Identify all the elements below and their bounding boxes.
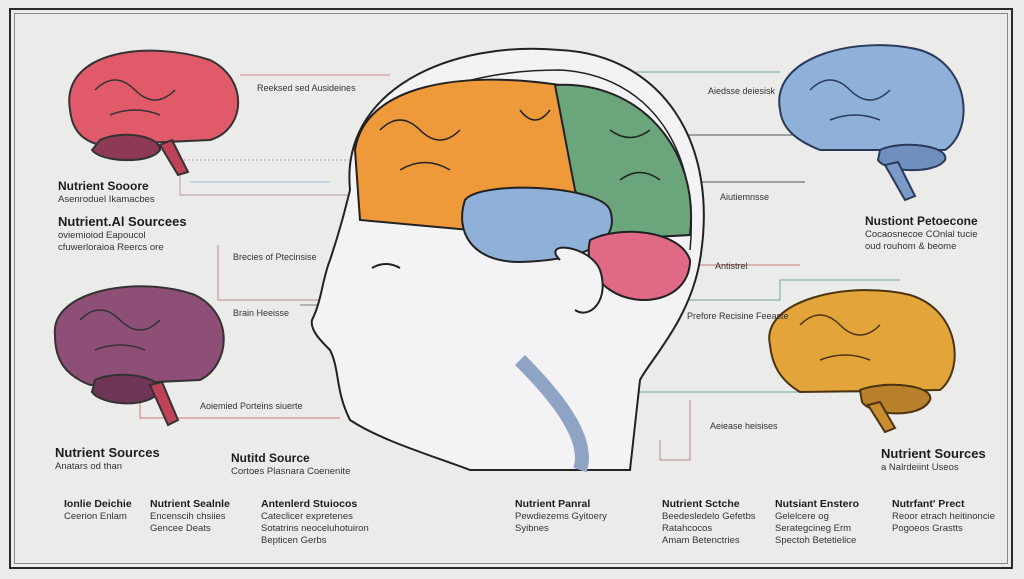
block-line: Serategcineg Erm	[775, 523, 852, 534]
block-line: Bepticen Gerbs	[261, 534, 327, 546]
eye	[371, 263, 401, 269]
block-title: Nutrient Sooore	[58, 179, 149, 193]
nutrient-block: Nutrient Sooore Asenroduel Ikamacbes	[58, 179, 155, 206]
callout-label: Aiedsse deiesisk	[708, 86, 776, 96]
block-line: Gelelcere og	[775, 511, 829, 523]
block-line: Ceerion Enlam	[64, 511, 127, 523]
nutrient-block: Nutrient Sources Anatars od than	[55, 445, 160, 473]
block-line: a Nalrdeiint Useos	[881, 462, 959, 474]
callout-label: Antistrel	[715, 261, 748, 271]
block-line: Sotatrins neoceluhotuiron	[261, 523, 369, 534]
block-title: Ionlie Deichie	[64, 498, 132, 510]
head-brain	[353, 78, 693, 301]
block-title: Antenlerd Stuiocos	[261, 498, 358, 510]
block-line: Cateclicer expretenes	[261, 511, 353, 523]
block-line: Asenroduel Ikamacbes	[58, 194, 155, 205]
block-title: Nutrient Sources	[881, 446, 986, 461]
nutrient-block: Nutrient Panral Pewdiezems Gyitoery Syib…	[515, 498, 607, 535]
nutrient-block: Nutitd Source Cortoes Plasnara Coenenite	[231, 451, 350, 478]
block-title: Nutrient Sources	[55, 445, 160, 460]
block-title: Nutitd Source	[231, 451, 310, 465]
neck-shade	[515, 355, 589, 473]
block-line: Syibnes	[515, 523, 549, 534]
block-line: Anatars od than	[55, 461, 123, 473]
brain-bottom-right	[768, 289, 956, 434]
block-line: Gencee Deats	[150, 523, 211, 534]
callout-label: Brain Heeisse	[233, 308, 290, 318]
block-line: Reoor etrach heitinoncie	[892, 511, 995, 523]
block-line: Beedesledelo Gefetbs	[662, 511, 756, 523]
nutrient-block: Nutrfant' Prect Reoor etrach heitinoncie…	[892, 498, 995, 535]
nutrient-block: Nutrient.Al Sourcees oviemioiod Eapoucol…	[58, 214, 187, 254]
brain-bottom-left	[53, 285, 225, 427]
block-title: Nutrient Panral	[515, 498, 591, 510]
ear	[554, 246, 604, 314]
block-title: Nutrfant' Prect	[892, 498, 965, 510]
block-line: Ratahcocos	[662, 523, 713, 534]
block-title: Nutsiant Enstero	[775, 498, 860, 510]
callout-label: Reeksed sed Ausideines	[257, 83, 356, 93]
nutrient-block: Nutrient Sources a Nalrdeiint Useos	[881, 446, 986, 474]
block-title: Nustiont Petoecone	[865, 214, 978, 228]
brain-top-left	[68, 49, 240, 177]
nutrient-block: Nutrient Sctche Beedesledelo Gefetbs Rat…	[662, 498, 755, 547]
block-line: oviemioiod Eapoucol	[58, 230, 146, 242]
callout-label: Aeiease heisises	[710, 421, 778, 431]
inner-frame	[14, 13, 1008, 564]
block-line: Cortoes Plasnara Coenenite	[231, 466, 351, 477]
block-title: Nutrient.Al Sourcees	[58, 214, 187, 229]
callout-label: Aoiemied Porteins siuerte	[200, 401, 303, 411]
block-line: Cocaosnecoe COnlal tucie	[865, 229, 978, 240]
callout-label: Brecies of Ptecinsise	[233, 252, 317, 262]
block-line: Pogoeos Grastts	[892, 523, 963, 534]
block-line: cfuwerloraioa Reercs ore	[58, 242, 164, 254]
callout-label: Prefore Recisine Feeaste	[687, 311, 789, 321]
nutrient-block: Nustiont Petoecone Cocaosnecoe COnlal tu…	[865, 214, 978, 253]
block-title: Nutrient Sealnle	[150, 498, 230, 510]
block-title: Nutrient Sctche	[662, 498, 740, 510]
nutrient-block: Nutrient Sealnle Encenscih chsiies Gence…	[150, 498, 230, 535]
nutrient-block: Nutsiant Enstero Gelelcere og Serategcin…	[775, 498, 859, 547]
block-line: Pewdiezems Gyitoery	[515, 511, 607, 523]
nutrient-block: Antenlerd Stuiocos Cateclicer expretenes…	[261, 498, 369, 547]
block-line: Encenscih chsiies	[150, 511, 226, 523]
brain-top-right	[778, 44, 965, 202]
block-line: Amam Betenctries	[662, 534, 740, 546]
block-line: Spectoh Betetielice	[775, 534, 857, 546]
block-line: oud rouhom & beome	[865, 240, 957, 252]
outer-frame	[9, 8, 1013, 569]
callout-label: Aiutiemnsse	[720, 192, 770, 202]
nutrient-block: Ionlie Deichie Ceerion Enlam	[64, 498, 132, 523]
